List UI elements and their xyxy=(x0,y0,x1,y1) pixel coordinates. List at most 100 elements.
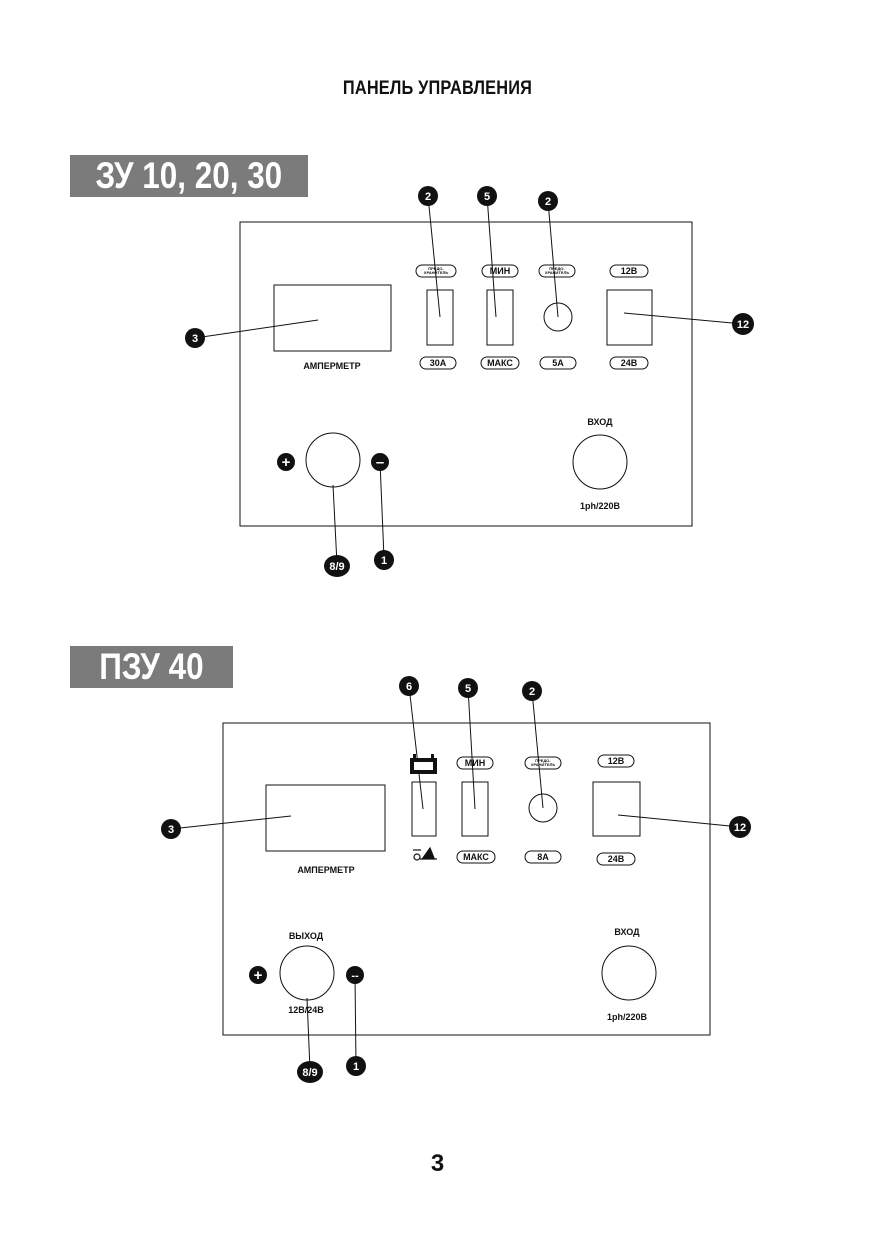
callout-label: 12 xyxy=(734,822,746,834)
12v-label: 12В xyxy=(621,266,638,276)
callout-3-b: 3 xyxy=(161,819,181,839)
max-label: МАКС xyxy=(487,358,513,368)
min-label-pill-2 xyxy=(456,756,494,770)
leader-line xyxy=(617,814,741,828)
page-title: ПАНЕЛЬ УПРАВЛЕНИЯ xyxy=(342,78,533,99)
callout-label: 5 xyxy=(465,683,471,695)
12v-label-pill-2 xyxy=(597,754,635,768)
min-label-2: МИН xyxy=(465,758,485,768)
minus-terminal-icon-2: -- xyxy=(346,966,364,984)
leader-line xyxy=(170,815,292,830)
plus-terminal-icon: + xyxy=(277,453,295,471)
leader-line xyxy=(623,312,744,325)
voltage-switch xyxy=(606,289,653,346)
callout-6: 6 xyxy=(399,676,419,696)
output-socket xyxy=(305,432,361,488)
callout-label: 12 xyxy=(737,319,749,331)
panel-pzu xyxy=(170,685,741,1071)
panel-zu-frame xyxy=(239,221,693,527)
fuse-label-pill-3 xyxy=(524,756,562,770)
input-socket xyxy=(572,434,628,490)
minus-symbol: – xyxy=(376,454,384,471)
mode-switch-2 xyxy=(461,781,489,837)
callout-label: 3 xyxy=(168,824,174,836)
input-rating-2: 1ph/220В xyxy=(607,1012,648,1022)
callout-2-c: 2 xyxy=(522,681,542,701)
callout-label: 2 xyxy=(529,686,535,698)
fuse-holder-2 xyxy=(528,793,558,823)
callout-label: 8/9 xyxy=(329,561,344,573)
callout-2-a: 2 xyxy=(418,186,438,206)
callout-label: 2 xyxy=(545,196,551,208)
fuse-label-top-left: ПРЕДО-ХРАНИТЕЛЬ xyxy=(424,266,449,275)
panel-zu xyxy=(194,195,744,565)
ammeter-display xyxy=(273,284,392,352)
callout-3-a: 3 xyxy=(185,328,205,348)
callout-1-b: 1 xyxy=(346,1056,366,1076)
24v-label-pill-2 xyxy=(596,852,636,866)
engine-start-icon xyxy=(413,846,437,861)
max-label-pill-2 xyxy=(456,850,496,864)
output-label: ВЫХОД xyxy=(289,931,324,941)
leader-line xyxy=(306,997,311,1071)
ammeter-label-2: АМПЕРМЕТР xyxy=(297,865,354,875)
model-banner-pzu-text: ПЗУ 40 xyxy=(99,646,204,687)
callout-2-b: 2 xyxy=(538,191,558,211)
24v-label-pill xyxy=(609,356,649,370)
callout-5-a: 5 xyxy=(477,186,497,206)
fuse-label-top-right: ПРЕДО-ХРАНИТЕЛЬ xyxy=(545,266,570,275)
leader-line xyxy=(354,974,357,1066)
callout-1-a: 1 xyxy=(374,550,394,570)
leader-line xyxy=(427,195,441,318)
model-banner-zu-text: ЗУ 10, 20, 30 xyxy=(95,155,283,196)
input-label-2: ВХОД xyxy=(614,927,640,937)
30a-label: 30A xyxy=(430,358,447,368)
callout-label: 8/9 xyxy=(302,1067,317,1079)
leader-line xyxy=(547,200,559,318)
max-label-2: МАКС xyxy=(463,852,489,862)
leader-line xyxy=(486,195,497,318)
leader-line xyxy=(194,319,319,339)
callout-label: 2 xyxy=(425,191,431,203)
24v-label: 24В xyxy=(621,358,638,368)
8a-label-pill xyxy=(524,850,562,864)
leader-line xyxy=(531,690,544,809)
5a-label-pill xyxy=(539,356,577,370)
callout-label: 3 xyxy=(192,333,198,345)
max-label-pill xyxy=(480,356,520,370)
callout-12-a: 12 xyxy=(732,313,754,335)
plus-symbol: + xyxy=(282,454,291,471)
fuse-switch xyxy=(426,289,454,346)
callout-label: 5 xyxy=(484,191,490,203)
panel-pzu-frame xyxy=(222,722,711,1036)
output-rating: 12В/24В xyxy=(288,1005,324,1015)
fuse-label-pill-2 xyxy=(538,264,576,278)
model-banner-pzu: ПЗУ 40 xyxy=(70,646,233,688)
callout-5-b: 5 xyxy=(458,678,478,698)
callout-label: 6 xyxy=(406,681,412,693)
input-rating: 1ph/220В xyxy=(580,501,621,511)
callout-label: 1 xyxy=(353,1061,359,1073)
fuse-label-top-2: ПРЕДО-ХРАНИТЕЛЬ xyxy=(531,758,556,767)
5a-label: 5A xyxy=(552,358,564,368)
callout-label: 1 xyxy=(381,555,387,567)
minus-terminal-icon: – xyxy=(371,453,389,471)
page-number: 3 xyxy=(430,1150,445,1177)
voltage-switch-2 xyxy=(592,781,641,837)
leader-line xyxy=(408,685,424,810)
ammeter-label: АМПЕРМЕТР xyxy=(303,361,360,371)
ammeter-display-2 xyxy=(265,784,386,852)
input-label: ВХОД xyxy=(587,417,613,427)
battery-icon xyxy=(410,754,437,774)
plus-terminal-icon-2: + xyxy=(249,966,267,984)
leader-line xyxy=(332,484,338,565)
callout-12-b: 12 xyxy=(729,816,751,838)
leader-line xyxy=(379,461,385,559)
min-label: МИН xyxy=(490,266,510,276)
output-socket-2 xyxy=(279,945,335,1001)
plus-symbol-2: + xyxy=(254,967,263,984)
mode-switch xyxy=(486,289,514,346)
12v-label-2: 12В xyxy=(608,756,625,766)
24v-label-2: 24В xyxy=(608,854,625,864)
